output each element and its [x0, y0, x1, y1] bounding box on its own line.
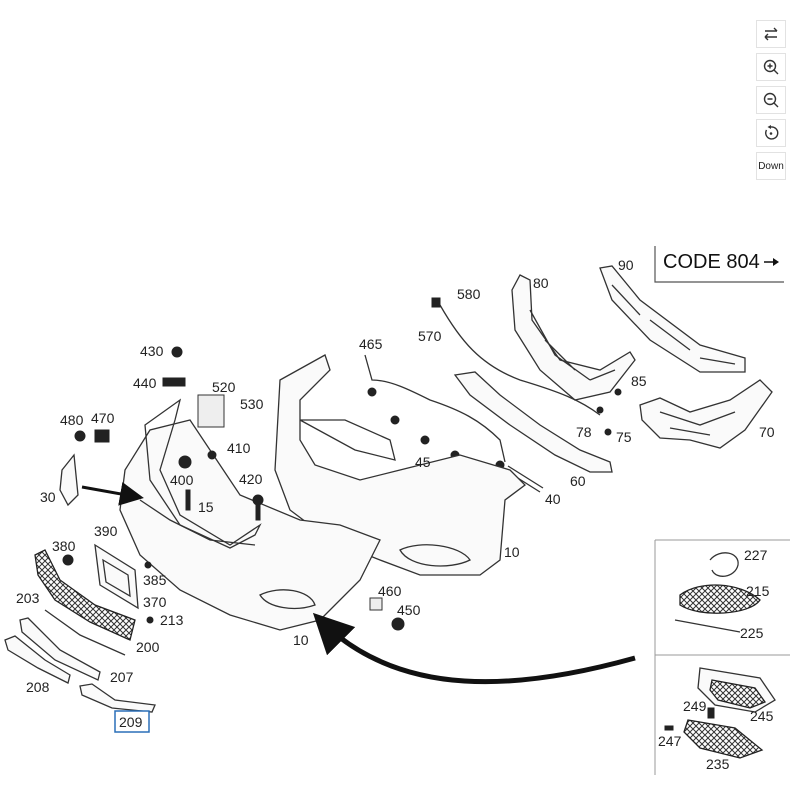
- callout-40[interactable]: 40: [545, 491, 561, 507]
- callout-207[interactable]: 207: [110, 669, 134, 685]
- callout-60[interactable]: 60: [570, 473, 586, 489]
- part-200-trim-strip[interactable]: [44, 609, 126, 656]
- part-215-emblem-grille[interactable]: [679, 584, 761, 614]
- zoom-in-button[interactable]: [756, 53, 786, 81]
- code-label: CODE 804: [663, 251, 760, 273]
- callout-480[interactable]: 480: [60, 412, 84, 428]
- callout-530[interactable]: 530: [240, 396, 264, 412]
- callout-45[interactable]: 45: [415, 454, 431, 470]
- callout-420[interactable]: 420: [239, 471, 263, 487]
- part-10-bumper-cover-lower[interactable]: [119, 419, 381, 631]
- swap-arrows-icon: [764, 27, 778, 41]
- callout-247[interactable]: 247: [658, 733, 682, 749]
- part-208-trim-strip[interactable]: [4, 635, 71, 684]
- download-button[interactable]: Down: [756, 152, 786, 180]
- callout-10-upper[interactable]: 10: [504, 544, 520, 560]
- fasteners: [62, 346, 622, 631]
- part-209-trim[interactable]: [79, 683, 156, 713]
- callout-labels: 90 80 580 570 465 430 440 520 530 85 480…: [16, 257, 775, 772]
- part-227-emblem-ring[interactable]: [709, 552, 739, 577]
- arrow-to-bumper: [81, 482, 144, 506]
- callout-400[interactable]: 400: [170, 472, 194, 488]
- part-235-grille-insert[interactable]: [683, 719, 764, 759]
- part-570-wire[interactable]: [439, 304, 601, 416]
- part-80-cross-member[interactable]: [511, 274, 636, 401]
- callout-235[interactable]: 235: [706, 756, 730, 772]
- callout-370[interactable]: 370: [143, 594, 167, 610]
- part-580-connector[interactable]: [431, 297, 441, 308]
- callout-380[interactable]: 380: [52, 538, 76, 554]
- part-207-trim-strip[interactable]: [19, 617, 101, 681]
- part-225-strip[interactable]: [674, 619, 741, 633]
- callout-465[interactable]: 465: [359, 336, 383, 352]
- callout-470[interactable]: 470: [91, 410, 115, 426]
- viewer-toolbar: Down: [756, 20, 788, 185]
- callout-75[interactable]: 75: [616, 429, 632, 445]
- callout-570[interactable]: 570: [418, 328, 442, 344]
- callout-90[interactable]: 90: [618, 257, 634, 273]
- part-70-carrier[interactable]: [639, 379, 773, 449]
- callout-203[interactable]: 203: [16, 590, 40, 606]
- callout-450[interactable]: 450: [397, 602, 421, 618]
- callout-440[interactable]: 440: [133, 375, 157, 391]
- rotate-icon: [765, 125, 779, 140]
- callout-410[interactable]: 410: [227, 440, 251, 456]
- callout-245[interactable]: 245: [750, 708, 774, 724]
- callout-10-lower[interactable]: 10: [293, 632, 309, 648]
- part-30-cap[interactable]: [59, 453, 79, 507]
- zoom-in-icon: [763, 59, 779, 75]
- callout-80[interactable]: 80: [533, 275, 549, 291]
- callout-85[interactable]: 85: [631, 373, 647, 389]
- callout-213[interactable]: 213: [160, 612, 184, 628]
- callout-209[interactable]: 209: [119, 714, 143, 730]
- callout-225[interactable]: 225: [740, 625, 764, 641]
- part-90-impact-bracket[interactable]: [599, 265, 746, 373]
- zoom-out-button[interactable]: [756, 86, 786, 114]
- callout-215[interactable]: 215: [746, 583, 770, 599]
- callout-430[interactable]: 430: [140, 343, 164, 359]
- callout-580[interactable]: 580: [457, 286, 481, 302]
- callout-209-highlight-box: [114, 710, 150, 733]
- download-label: Down: [758, 160, 784, 172]
- callout-200[interactable]: 200: [136, 639, 160, 655]
- callout-70[interactable]: 70: [759, 424, 775, 440]
- callout-78[interactable]: 78: [576, 424, 592, 440]
- callout-30[interactable]: 30: [40, 489, 56, 505]
- callout-227[interactable]: 227: [744, 547, 768, 563]
- zoom-out-icon: [763, 92, 779, 108]
- swap-button[interactable]: [756, 20, 786, 48]
- callout-208[interactable]: 208: [26, 679, 50, 695]
- arrow-from-inset: [312, 612, 636, 685]
- inset-panels: [654, 539, 790, 775]
- rotate-button[interactable]: [756, 119, 786, 147]
- part-203-lower-grille[interactable]: [34, 549, 136, 641]
- callout-385[interactable]: 385: [143, 572, 167, 588]
- part-trim-strip[interactable]: [144, 398, 262, 549]
- callout-520[interactable]: 520: [212, 379, 236, 395]
- part-370-license-plate-holder[interactable]: [94, 543, 139, 610]
- part-465-wiring-harness[interactable]: [364, 354, 506, 463]
- code-804-box: CODE 804: [654, 246, 784, 283]
- part-60-carrier-bar[interactable]: [453, 371, 613, 473]
- callout-15[interactable]: 15: [198, 499, 214, 515]
- callout-460[interactable]: 460: [378, 583, 402, 599]
- callout-249[interactable]: 249: [683, 698, 707, 714]
- callout-390[interactable]: 390: [94, 523, 118, 539]
